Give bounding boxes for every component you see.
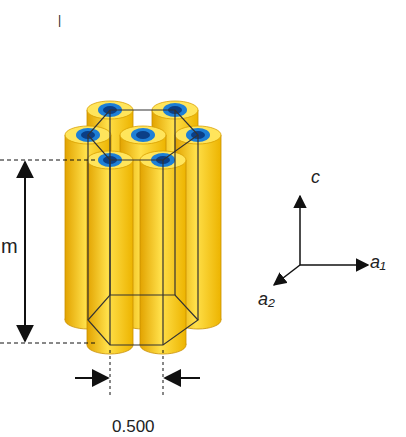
cylinder-body [140, 160, 186, 345]
pore-ring [131, 128, 155, 142]
cylinder-edge [65, 135, 66, 320]
spacing-dimension [75, 350, 200, 395]
cylinder-edge [133, 160, 134, 345]
pore [136, 131, 150, 139]
height-dimension [0, 160, 98, 343]
cylinders [65, 101, 221, 354]
prism-bottom [88, 295, 198, 345]
cylinder-edge [221, 135, 222, 320]
cylinder-edge [140, 160, 141, 345]
axes [274, 196, 368, 285]
hexagonal-prism-outline [88, 110, 198, 345]
prism-edge [174, 110, 175, 295]
prism-edge [87, 135, 88, 320]
prism-edge [162, 160, 163, 345]
nanorod-cylinder [140, 151, 186, 354]
prism-edge [197, 135, 198, 320]
dimension-label: m [1, 236, 18, 256]
prism-edge [109, 110, 110, 295]
axis-label: c [311, 168, 320, 186]
prism-top [88, 110, 198, 160]
axis-label: a₁ [370, 253, 386, 271]
axis-label: a₂ [258, 290, 275, 308]
cylinder-top [120, 126, 166, 144]
cylinder-edge [87, 160, 88, 345]
cylinder-edge [186, 160, 187, 345]
stray-mark: | [58, 14, 61, 26]
dimension-label: 0.500 [112, 418, 155, 435]
